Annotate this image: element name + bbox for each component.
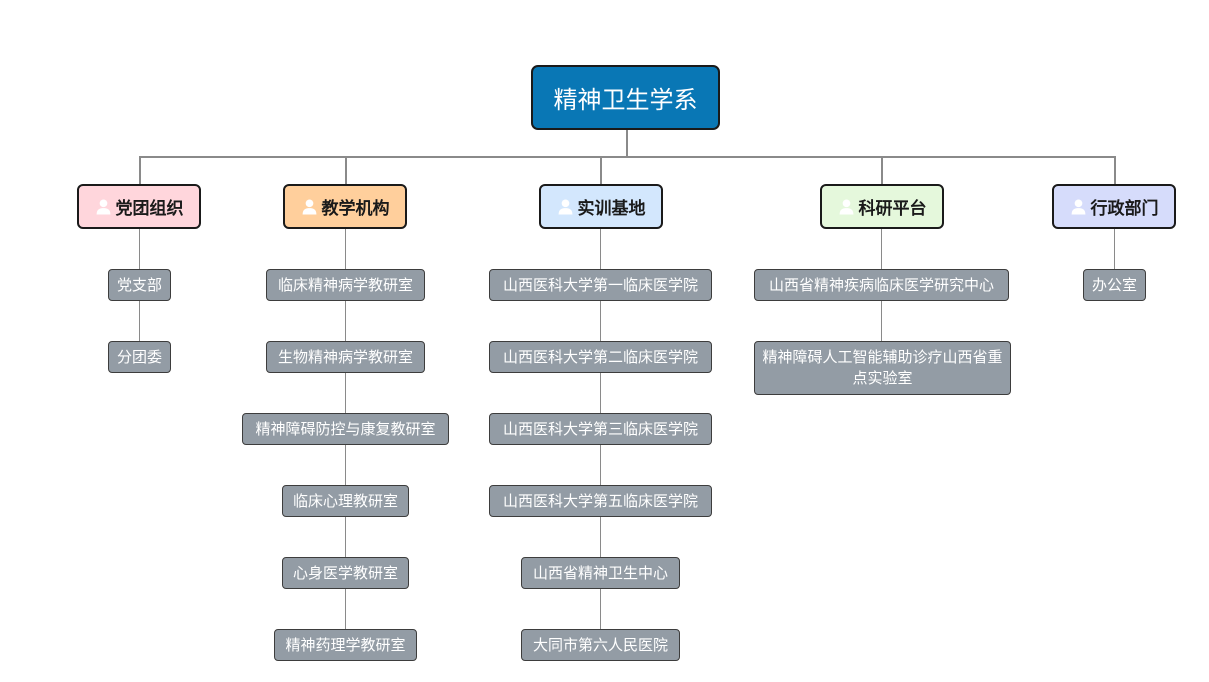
leaf-node: 生物精神病学教研室 [266,341,425,373]
leaf-node: 山西省精神卫生中心 [521,557,680,589]
root-node: 精神卫生学系 [531,65,720,130]
horizontal-connector [139,156,1115,158]
leaf-node: 山西省精神疾病临床医学研究中心 [754,269,1009,301]
category-party: 党团组织 [77,184,201,229]
training-drop-line [600,156,602,184]
leaf-node: 党支部 [108,269,171,301]
person-icon [1071,199,1085,215]
category-label: 科研平台 [858,199,927,219]
leaf-node: 办公室 [1083,269,1146,301]
category-teaching: 教学机构 [283,184,407,229]
category-admin: 行政部门 [1052,184,1176,229]
leaf-node: 临床精神病学教研室 [266,269,425,301]
party-drop-line [139,156,141,184]
category-research: 科研平台 [820,184,944,229]
leaf-node: 临床心理教研室 [282,485,409,517]
category-label: 党团组织 [115,199,184,219]
leaf-node: 精神障碍防控与康复教研室 [242,413,449,445]
root-label: 精神卫生学系 [553,86,698,114]
leaf-node: 分团委 [108,341,171,373]
category-training: 实训基地 [539,184,663,229]
person-icon [96,199,110,215]
leaf-node: 山西医科大学第一临床医学院 [489,269,712,301]
leaf-node: 心身医学教研室 [282,557,409,589]
leaf-node: 山西医科大学第五临床医学院 [489,485,712,517]
person-icon [839,199,853,215]
leaf-node: 山西医科大学第三临床医学院 [489,413,712,445]
leaf-node: 大同市第六人民医院 [521,629,680,661]
research-drop-line [881,156,883,184]
root-connector [626,130,628,157]
category-label: 行政部门 [1090,199,1159,219]
leaf-node: 精神药理学教研室 [274,629,417,661]
category-label: 教学机构 [321,199,390,219]
teaching-drop-line [345,156,347,184]
admin-drop-line [1114,156,1116,184]
person-icon [302,199,316,215]
category-label: 实训基地 [577,199,646,219]
leaf-node: 精神障碍人工智能辅助诊疗山西省重点实验室 [754,341,1011,395]
admin-branch-line [1114,229,1115,285]
person-icon [558,199,572,215]
leaf-node: 山西医科大学第二临床医学院 [489,341,712,373]
